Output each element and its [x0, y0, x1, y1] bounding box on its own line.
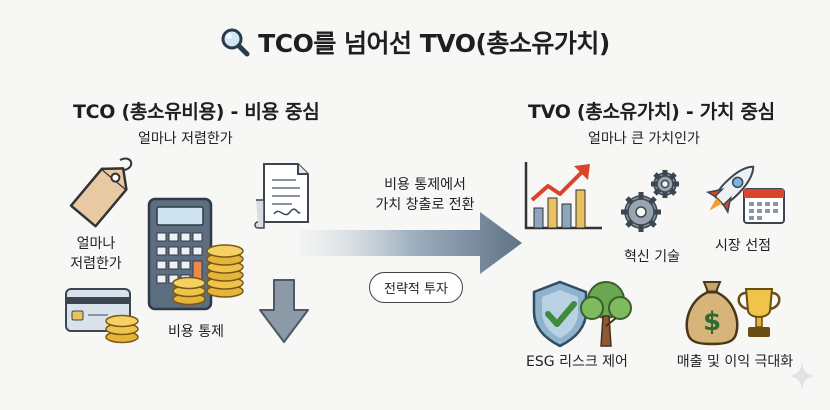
trophy-icon: [734, 285, 784, 347]
tag-label-line2: 저렴한가: [70, 256, 122, 272]
calendar-icon: [742, 185, 788, 231]
rocket-icon: [698, 154, 788, 238]
money-bag-icon: $: [682, 276, 742, 352]
tree-icon: [578, 276, 634, 352]
tag-label: 얼마나 저렴한가: [56, 234, 136, 274]
magnifier-icon: [220, 27, 250, 63]
tco-heading: TCO (총소유비용) - 비용 중심: [73, 101, 320, 123]
title-text: TCO를 넘어선 TVO(총소유가치): [258, 29, 610, 58]
innovation-label: 혁신 기술: [624, 249, 680, 265]
transition-line1: 비용 통제에서: [384, 177, 466, 193]
tvo-subheading: 얼마나 큰 가치인가: [588, 131, 700, 147]
gears-icon: [617, 168, 683, 242]
transition-arrow: [300, 208, 525, 282]
shield-check-icon: [528, 278, 592, 352]
tag-label-line1: 얼마나: [76, 236, 116, 252]
document-icon: [252, 160, 312, 234]
strategic-investment-pill: 전략적 투자: [369, 272, 463, 303]
transition-line2: 가치 창출로 전환: [375, 197, 475, 213]
svg-text:$: $: [703, 307, 721, 337]
down-arrow-icon: [256, 278, 312, 350]
growth-chart-icon: [522, 160, 604, 236]
esg-label: ESG 리스크 제어: [526, 354, 628, 370]
calculator-icon: [145, 195, 245, 319]
credit-card-icon: [64, 285, 144, 349]
revenue-label: 매출 및 이익 극대화: [676, 354, 794, 370]
tco-subheading: 얼마나 저렴한가: [138, 131, 233, 147]
page-title: TCO를 넘어선 TVO(총소유가치): [0, 24, 830, 63]
tvo-heading: TVO (총소유가치) - 가치 중심: [528, 101, 775, 123]
sparkle-icon: [788, 362, 816, 394]
market-label: 시장 선점: [715, 238, 771, 254]
price-tag-icon: [62, 152, 137, 236]
calc-label: 비용 통제: [168, 324, 224, 340]
transition-caption: 비용 통제에서 가치 창출로 전환: [340, 175, 510, 215]
